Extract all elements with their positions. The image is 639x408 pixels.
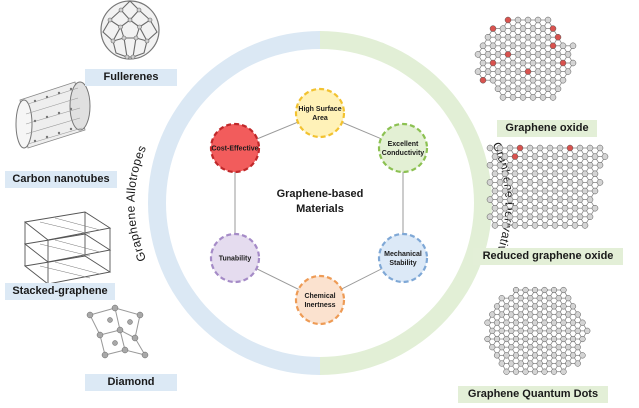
- property-circle: [209, 232, 261, 284]
- property-label: Area: [312, 115, 328, 122]
- center-title-line1: Graphene-based: [277, 188, 364, 200]
- graphene-quantum-dots-icon: [484, 286, 591, 375]
- property-label: Inertness: [304, 302, 335, 309]
- property-circle: [294, 274, 346, 326]
- property-label: Excellent: [388, 141, 419, 148]
- allotrope-label-fullerenes: Fullerenes: [85, 69, 177, 86]
- property-node-tunability: Tunability: [209, 232, 261, 284]
- property-label: Tunability: [219, 256, 252, 263]
- allotrope-label-diamond: Diamond: [85, 374, 177, 391]
- property-label: Chemical: [304, 293, 335, 300]
- derivative-label-graphene-oxide: Graphene oxide: [497, 120, 597, 137]
- property-circle: [209, 122, 261, 174]
- allotropes-ring: [148, 31, 320, 375]
- allotrope-label-carbon-nanotubes: Carbon nanotubes: [5, 171, 117, 188]
- property-label: High Surface: [298, 106, 341, 113]
- property-circle: [377, 122, 429, 174]
- property-node-cost-effective: Cost-Effective: [209, 122, 261, 174]
- property-circle: [294, 87, 346, 139]
- property-circle: [377, 232, 429, 284]
- graphene-oxide-icon: [474, 16, 577, 101]
- allotrope-label-stacked-graphene: Stacked-graphene: [5, 283, 115, 300]
- allotropes-arc-label: Graphene Allotropes: [124, 143, 150, 263]
- derivative-label-reduced-graphene-oxide: Reduced graphene oxide: [473, 248, 623, 265]
- property-label: Stability: [389, 260, 416, 267]
- derivatives-ring: [320, 31, 492, 375]
- property-label: Cost-Effective: [211, 146, 258, 153]
- reduced-graphene-oxide-icon: [486, 144, 609, 229]
- diamond-lattice-icon: [86, 304, 149, 359]
- derivative-label-graphene-quantum-dots: Graphene Quantum Dots: [458, 386, 608, 403]
- center-title-line2: Materials: [296, 203, 344, 215]
- nanotube-icon: [15, 81, 91, 149]
- stacked-graphene-icon: [23, 211, 112, 285]
- fullerene-icon: [100, 0, 160, 60]
- property-label: Conductivity: [382, 150, 424, 157]
- property-label: Mechanical: [384, 251, 422, 258]
